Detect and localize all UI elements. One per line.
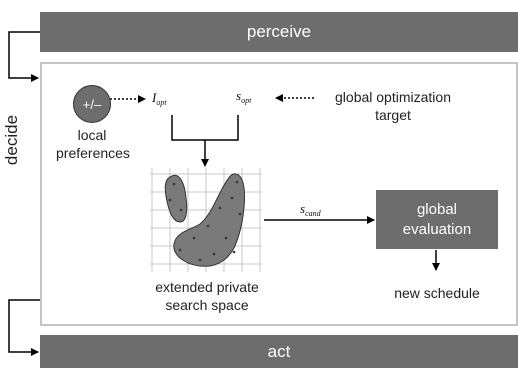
plus-minus-symbol: +/– [82,96,102,112]
search-space-label: extended private search space [155,279,259,313]
search-region-small [164,174,188,223]
local-preferences-label: local preferences [56,127,130,161]
search-region-large [173,173,245,267]
global-target-label: global optimization target [335,89,451,123]
new-schedule-label: new schedule [394,285,480,301]
perceive-band: perceive [40,12,518,52]
perceive-to-decide-arrow [8,31,40,82]
s-opt-variable: sopt [236,88,252,105]
search-points [168,180,242,262]
i-opt-variable: Iopt [152,90,167,107]
perceive-label: perceive [246,22,312,41]
decide-to-act-arrow [8,299,40,356]
act-band: act [40,335,518,368]
act-label: act [267,341,291,361]
global-evaluation-box: global evaluation [376,190,498,249]
merge-bracket [171,115,239,141]
s-cand-variable: scand [300,201,321,218]
preferences-circle: +/– [73,85,111,123]
